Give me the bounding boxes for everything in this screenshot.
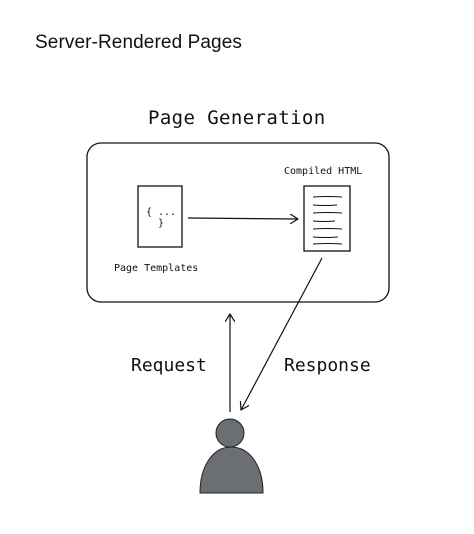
compiled-html-label: Compiled HTML	[284, 166, 363, 177]
page-templates-label: Page Templates	[114, 263, 199, 274]
page-generation-title: Page Generation	[148, 107, 326, 129]
user-avatar-icon	[199, 418, 264, 494]
response-arrow	[241, 257, 323, 410]
template-content-label: { ... }	[145, 207, 177, 229]
compile-arrow	[187, 218, 298, 219]
page-title: Server-Rendered Pages	[35, 32, 242, 53]
template-document-icon	[137, 185, 183, 248]
compiled-html-document-icon	[303, 185, 351, 252]
page-generation-box	[86, 142, 390, 303]
response-label: Response	[284, 355, 371, 376]
request-label: Request	[131, 355, 207, 376]
